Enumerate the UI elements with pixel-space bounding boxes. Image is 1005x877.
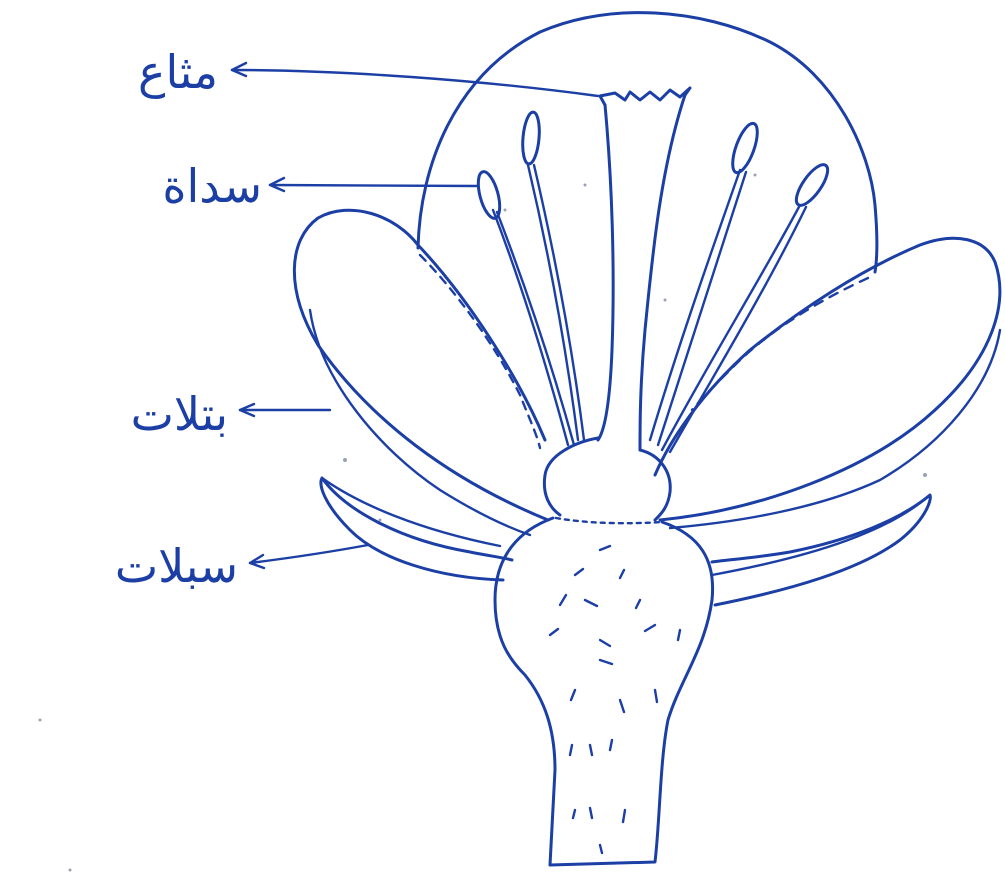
style bbox=[598, 105, 613, 440]
stigma bbox=[600, 88, 690, 105]
stamen-filaments bbox=[493, 165, 806, 452]
ovary bbox=[544, 438, 670, 520]
corolla-dome bbox=[418, 13, 877, 272]
sepal-left bbox=[321, 478, 512, 580]
petal-right bbox=[655, 238, 1000, 520]
label-sepals: سبلات bbox=[115, 539, 238, 593]
petal-right-dashes bbox=[692, 278, 868, 410]
paper-specks bbox=[39, 174, 928, 872]
receptacle-junction bbox=[556, 518, 662, 523]
label-stamen: سداة bbox=[162, 159, 262, 213]
label-stigma: مثاع bbox=[138, 45, 218, 99]
pointer-arrows bbox=[232, 63, 598, 568]
petal-right-inner bbox=[670, 330, 1000, 528]
receptacle bbox=[495, 518, 713, 865]
label-petals: بتلات bbox=[131, 387, 228, 441]
petal-left-dashes bbox=[420, 255, 540, 448]
sepal-right-tip bbox=[712, 495, 930, 575]
